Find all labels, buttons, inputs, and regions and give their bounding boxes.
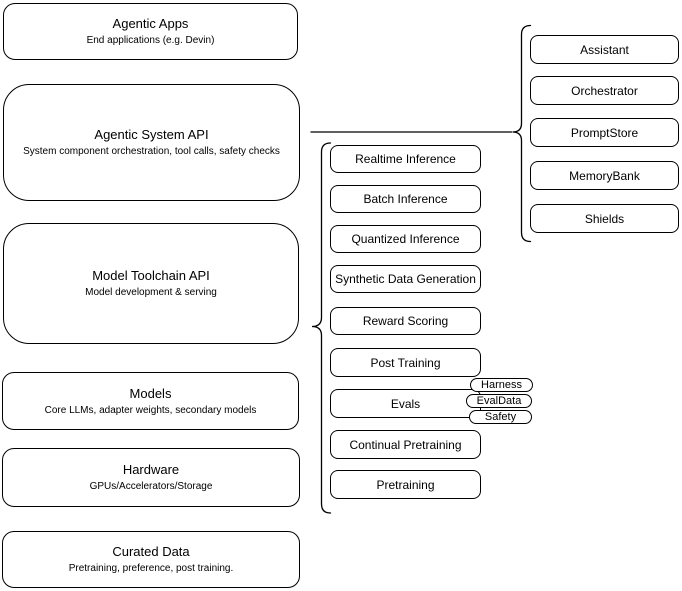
layer-curated-data: Curated Data Pretraining, preference, po… xyxy=(2,531,300,588)
toolchain-item-synthetic-data-generation: Synthetic Data Generation xyxy=(330,265,481,293)
component-memorybank: MemoryBank xyxy=(530,161,679,190)
toolchain-item-realtime-inference: Realtime Inference xyxy=(330,145,481,173)
toolchain-brace xyxy=(311,142,332,514)
layer-title: Curated Data xyxy=(112,544,190,559)
toolchain-item-pretraining: Pretraining xyxy=(330,470,481,499)
layer-title: Hardware xyxy=(122,462,180,477)
layer-title: Agentic System API xyxy=(94,127,209,142)
layer-hardware: Hardware GPUs/Accelerators/Storage xyxy=(2,448,300,507)
toolchain-item-post-training: Post Training xyxy=(330,348,481,377)
component-orchestrator: Orchestrator xyxy=(530,76,679,105)
toolchain-item-quantized-inference: Quantized Inference xyxy=(330,225,481,253)
evals-tag-harness: Harness xyxy=(470,378,533,392)
layer-subtitle: Core LLMs, adapter weights, secondary mo… xyxy=(44,404,257,416)
component-shields: Shields xyxy=(530,204,679,233)
layer-models: Models Core LLMs, adapter weights, secon… xyxy=(2,372,299,430)
layer-title: Models xyxy=(129,385,172,401)
toolchain-item-evals: Evals xyxy=(330,389,481,418)
layer-model-toolchain-api: Model Toolchain API Model development & … xyxy=(3,223,299,344)
evals-tag-evaldata: EvalData xyxy=(466,394,532,408)
layer-agentic-system-api: Agentic System API System component orch… xyxy=(3,84,300,201)
component-promptstore: PromptStore xyxy=(530,118,679,147)
toolchain-item-continual-pretraining: Continual Pretraining xyxy=(330,430,481,459)
layer-subtitle: GPUs/Accelerators/Storage xyxy=(89,481,213,492)
layer-subtitle: End applications (e.g. Devin) xyxy=(86,35,215,46)
evals-tag-safety: Safety xyxy=(469,410,532,424)
toolchain-item-reward-scoring: Reward Scoring xyxy=(330,307,481,335)
layer-subtitle: System component orchestration, tool cal… xyxy=(23,146,280,157)
layer-agentic-apps: Agentic Apps End applications (e.g. Devi… xyxy=(3,3,298,60)
layer-title: Model Toolchain API xyxy=(92,268,210,283)
components-brace xyxy=(512,24,532,243)
toolchain-item-batch-inference: Batch Inference xyxy=(330,185,481,213)
layer-subtitle: Pretraining, preference, post training. xyxy=(68,563,234,574)
layer-title: Agentic Apps xyxy=(112,16,189,31)
component-assistant: Assistant xyxy=(530,35,679,64)
layer-subtitle: Model development & serving xyxy=(85,287,217,298)
